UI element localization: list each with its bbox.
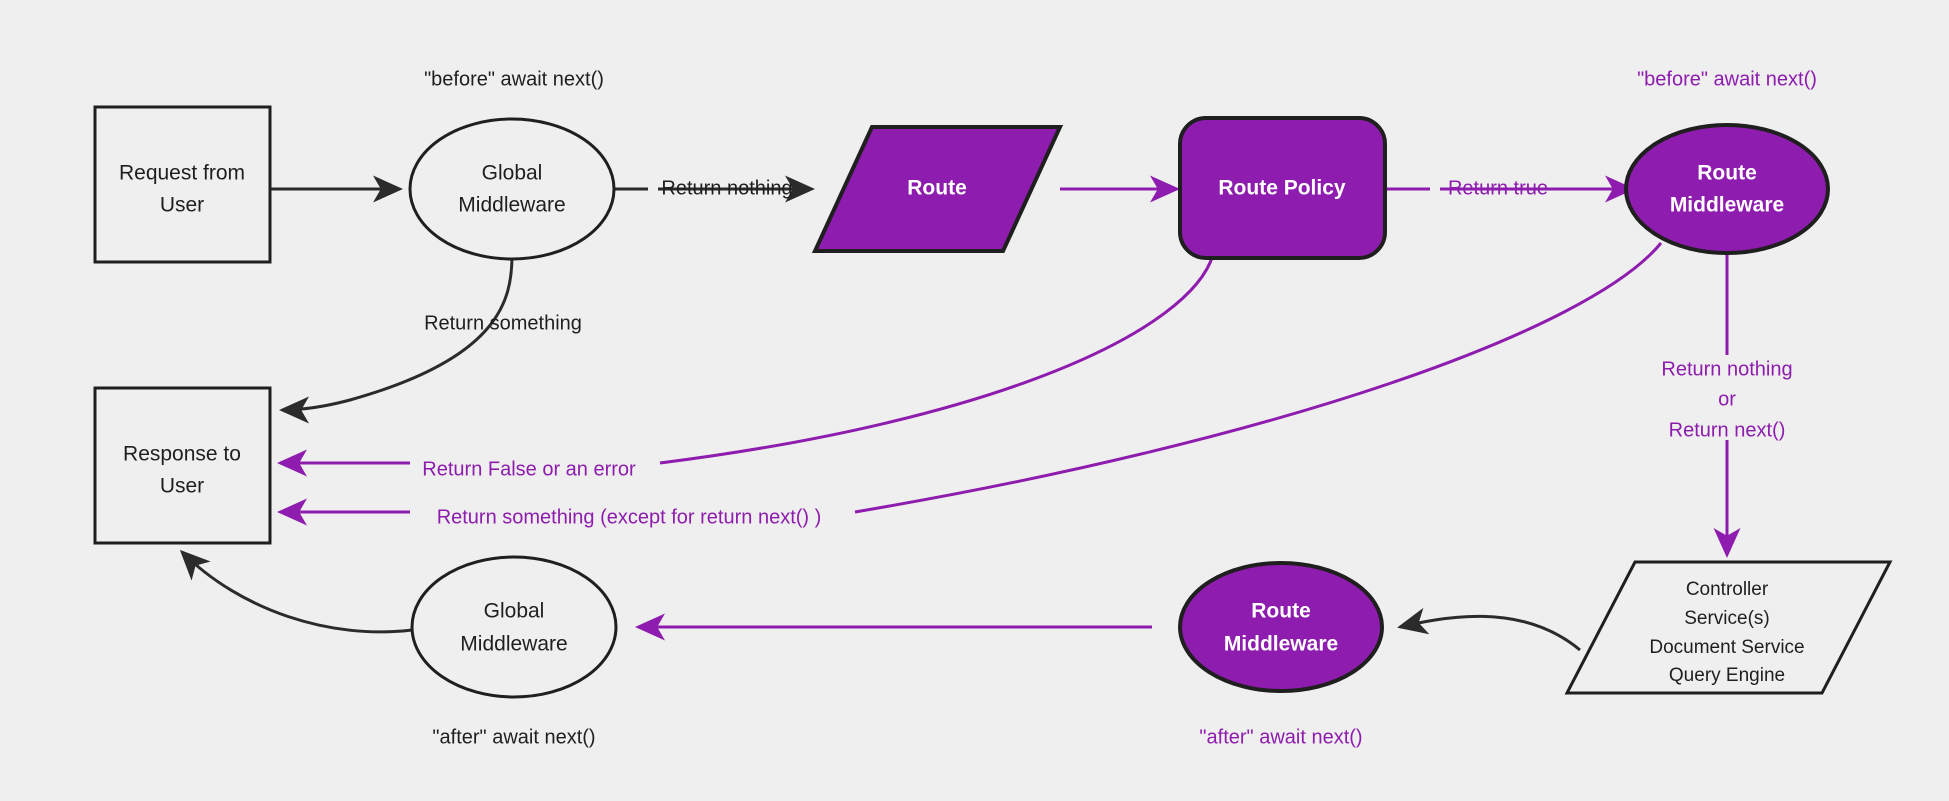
edge-global-middleware-to-response-return-something [279,254,514,424]
node-route-middleware-bottom-line2: Middleware [1224,633,1338,656]
node-global-middleware-top-line1: Global [482,162,543,185]
edge-label-return-false-or-error: Return False or an error [422,458,636,480]
node-route-middleware-top-line2: Middleware [1670,194,1784,217]
node-global-middleware-bottom-line1: Global [484,600,545,623]
node-request-from-user-line1: Request from [119,162,245,185]
annotation-after-await-next-global: "after" await next() [432,726,595,748]
edge-label-return-something-global: Return something [424,312,582,334]
node-global-middleware-bottom-line2: Middleware [460,633,567,656]
node-response-to-user-line2: User [160,475,204,498]
node-controller-services[interactable] [1564,560,1893,695]
edge-label-or: or [1718,388,1736,410]
node-route-middleware-top[interactable] [1624,123,1830,255]
node-route-middleware-bottom[interactable] [1178,561,1384,693]
node-controller-line3: Document Service [1649,637,1804,658]
edge-label-return-something-except: Return something (except for return next… [437,506,822,528]
edge-label-return-nothing-global: Return nothing [661,177,792,199]
edge-route-policy-to-response-curve [659,254,1215,465]
edge-label-return-true: Return true [1448,177,1548,199]
node-route-middleware-top-line1: Route [1697,162,1757,185]
node-response-to-user[interactable] [93,386,272,545]
node-request-from-user[interactable] [93,105,272,264]
node-controller-line2: Service(s) [1684,608,1770,629]
node-route[interactable] [811,125,1064,253]
annotation-before-await-next-global: "before" await next() [424,68,604,90]
node-request-from-user-line2: User [160,194,204,217]
node-response-to-user-line1: Response to [123,443,241,466]
node-controller-line1: Controller [1686,579,1769,600]
edge-controller-to-route-middleware-bottom [1397,607,1581,652]
edge-global-middleware-bottom-to-response [179,549,413,634]
node-global-middleware-top[interactable] [408,117,616,261]
node-route-policy[interactable] [1178,116,1387,260]
edge-label-return-nothing-mw: Return nothing [1661,358,1792,380]
edge-route-middleware-to-response-curve [854,242,1663,514]
node-global-middleware-top-line2: Middleware [458,194,565,217]
annotation-after-await-next-route: "after" await next() [1199,726,1362,748]
annotation-before-await-next-route: "before" await next() [1637,68,1817,90]
node-route-policy-label: Route Policy [1218,177,1346,200]
node-controller-line4: Query Engine [1669,665,1785,686]
node-global-middleware-bottom[interactable] [410,555,618,699]
edge-label-return-next-mw: Return next() [1669,419,1786,441]
node-route-middleware-bottom-line1: Route [1251,600,1311,623]
node-route-label: Route [907,177,967,200]
